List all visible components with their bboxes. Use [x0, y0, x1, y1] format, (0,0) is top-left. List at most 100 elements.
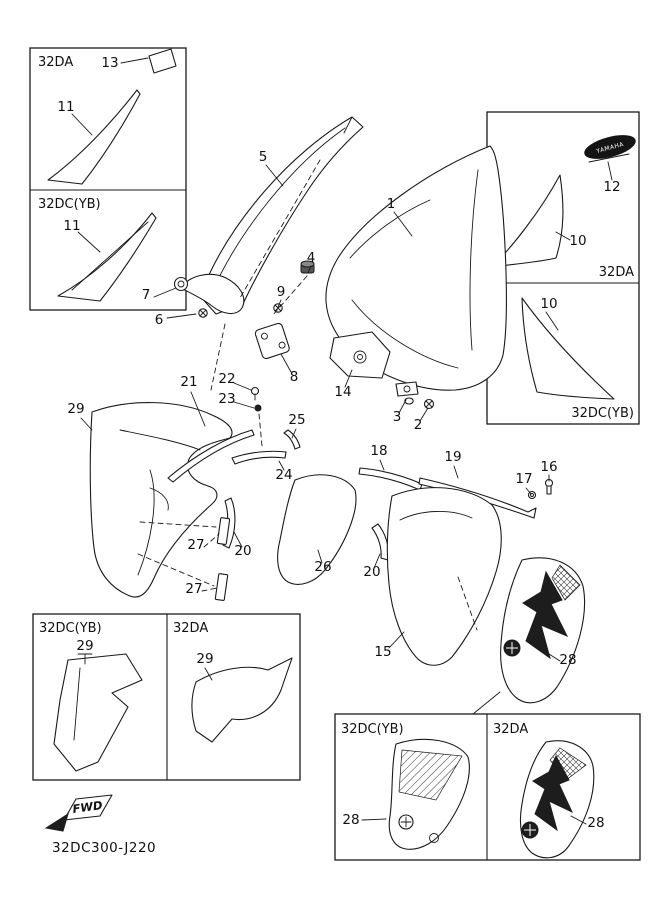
part-13-decal-strip: [148, 48, 177, 74]
part-1-outer-cover: [325, 145, 507, 391]
part-1-mount-flange: [395, 381, 419, 397]
part-20-strip-right: [371, 523, 390, 561]
part-17-nut-hole: [530, 493, 534, 497]
part-24-strip: [231, 450, 287, 465]
callout-29-box-left: 29: [76, 638, 93, 654]
part-7-bracket: [180, 273, 245, 314]
part-9-screw-slot: [274, 304, 282, 312]
part-29-outline-32dc: [53, 653, 143, 772]
inset-right: YAMAHA 12 10 32DA 10 32DC(YB): [486, 111, 640, 425]
fwd-arrow-icon: [44, 812, 69, 832]
part-1-detail: [349, 169, 479, 369]
part-29-side-panel: [89, 402, 233, 598]
callout-16: 16: [540, 459, 557, 475]
part-28-lightning-decal: [522, 570, 569, 660]
part-29-outline-32dc-detail: [73, 667, 81, 741]
part-16-bolt-shaft: [546, 485, 552, 495]
callout-27-top: 27: [187, 537, 204, 553]
callout-17: 17: [515, 471, 532, 487]
callout-28-box-right: 28: [587, 815, 604, 831]
inset-label: 32DC(YB): [341, 722, 404, 737]
callout-26: 26: [314, 559, 331, 575]
fwd-flag: [63, 794, 113, 821]
part-22-screw: [250, 386, 260, 396]
part-26-panel-outline: [277, 474, 357, 585]
callout-27-bottom: 27: [185, 581, 202, 597]
part-7-clamp-hole: [177, 280, 185, 288]
drawing-part-code: 32DC300-J220: [52, 840, 156, 856]
part-28-32dc-emblem-spokes: [400, 816, 412, 828]
callout-25: 25: [288, 412, 305, 428]
callout-13: 13: [101, 55, 118, 71]
fwd-label: FWD: [72, 798, 104, 816]
part-2-screw-slot: [425, 400, 433, 408]
part-11-panel-32da: [47, 89, 141, 185]
part-7-clamp: [173, 276, 189, 292]
part-5-inner-cover: [199, 116, 364, 315]
part-3-washer: [404, 397, 414, 405]
inset-label: 32DC(YB): [39, 621, 102, 636]
part-28-32da-lightning-decal: [532, 754, 574, 832]
callout-7: 7: [142, 287, 151, 303]
part-6-bolt-slot: [199, 309, 207, 317]
callout-8: 8: [290, 369, 299, 385]
inset-label: 32DA: [38, 55, 73, 70]
callout-22: 22: [218, 371, 235, 387]
callout-24: 24: [275, 467, 292, 483]
callout-15: 15: [374, 644, 391, 660]
part-27-pad-bottom: [214, 573, 229, 601]
part-21-trim-strip: [167, 429, 255, 483]
part-11-panel-32dc-detail: [71, 221, 149, 291]
inset-label: 32DA: [173, 621, 208, 636]
callout-29-box-right: 29: [196, 651, 213, 667]
part-15-detail: [399, 510, 473, 521]
part-18-strip: [358, 467, 423, 491]
callout-18: 18: [370, 443, 387, 459]
part-14-hole-inner: [357, 354, 363, 360]
leader-lines: [71, 57, 613, 825]
part-28-32dc-emblem-small: [429, 833, 439, 843]
callout-14: 14: [334, 384, 351, 400]
inset-label: 32DC(YB): [38, 197, 101, 212]
part-11-panel-32dc: [57, 212, 157, 302]
inset-top-left: 32DA 13 11 32DC(YB) 11: [29, 47, 187, 311]
callout-1: 1: [387, 196, 396, 212]
callout-21: 21: [180, 374, 197, 390]
callout-2: 2: [414, 417, 423, 433]
inset-label: 32DA: [493, 722, 528, 737]
right-panel-group: 18 19 17 16 20 15 28: [358, 443, 586, 704]
part-12-logo-underline: [588, 153, 630, 163]
callout-20-right: 20: [363, 564, 380, 580]
inset-label: 32DA: [599, 265, 634, 280]
main-assembly: 5 1 7 6 9 4 8 14 3 2: [142, 116, 507, 433]
fwd-symbol: FWD: [44, 794, 113, 832]
callout-28-main: 28: [559, 652, 576, 668]
part-28-32da-emblem-spokes: [524, 824, 536, 836]
callout-10-lower: 10: [540, 296, 557, 312]
callout-19: 19: [444, 449, 461, 465]
part-28-32dc-stripe-decal: [398, 749, 463, 801]
callout-23: 23: [218, 391, 235, 407]
inset-label: 32DC(YB): [571, 406, 634, 421]
callout-5: 5: [259, 149, 268, 165]
inset-top-left-frame: [29, 47, 187, 311]
part-14-hole: [353, 350, 367, 364]
part-29-outline-32da: [191, 657, 293, 743]
left-panel-group: 29 21 22 23 25 24 27 27 20 26: [67, 371, 357, 601]
part-12-yamaha-logo-decal: YAMAHA: [584, 135, 636, 159]
part-27-pad-top: [216, 517, 231, 545]
callout-10-upper: 10: [569, 233, 586, 249]
inset-bottom-right: 32DC(YB) 28 32DA 28: [334, 713, 641, 861]
construction-lines: [137, 159, 478, 631]
callout-28-box-left: 28: [342, 812, 359, 828]
callout-12: 12: [603, 179, 620, 195]
part-23-clip: [254, 404, 262, 412]
callout-9: 9: [277, 284, 286, 300]
callout-11-upper: 11: [57, 99, 74, 115]
inset-bottom-left: 32DC(YB) 29 32DA 29: [32, 613, 301, 781]
callout-20-left: 20: [234, 543, 251, 559]
part-10-decal-32dc: [521, 297, 615, 400]
part-28-hatch-decal: [551, 564, 581, 601]
